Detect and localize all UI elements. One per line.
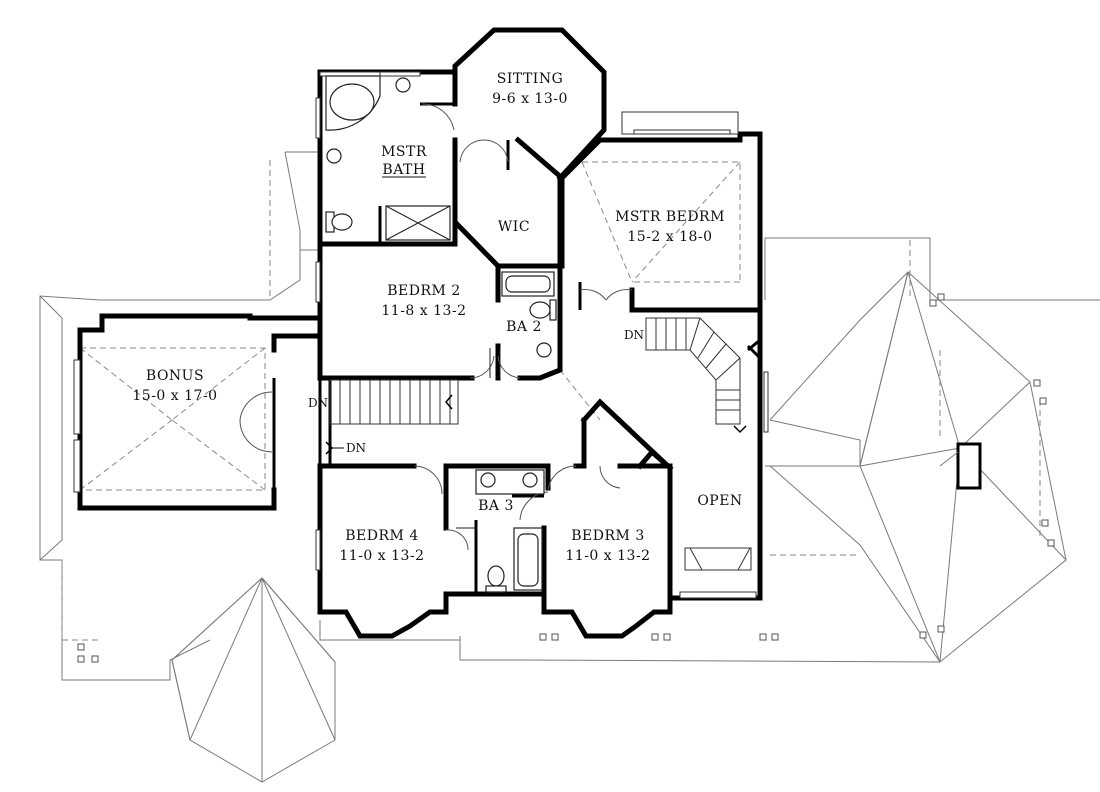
open-name: OPEN xyxy=(697,493,742,509)
bedrm3-size: 11-0 x 13-2 xyxy=(565,548,650,564)
door-swings xyxy=(239,103,633,551)
mstr-bath-label: MSTR BATH xyxy=(381,144,427,178)
stairs xyxy=(329,317,741,425)
stair-labels: DN DN DN xyxy=(308,328,747,455)
mstr-bedrm-label: MSTR BEDRM 15-2 x 18-0 xyxy=(615,209,725,245)
bedrm3-name: BEDRM 3 xyxy=(571,528,644,544)
sitting-label: SITTING 9-6 x 13-0 xyxy=(492,71,568,107)
dn-main-label: DN xyxy=(308,396,328,410)
sitting-size: 9-6 x 13-0 xyxy=(492,91,568,107)
bedrm2-label: BEDRM 2 11-8 x 13-2 xyxy=(381,283,466,319)
bedrm4-size: 11-0 x 13-2 xyxy=(339,548,424,564)
mstr-bedrm-size: 15-2 x 18-0 xyxy=(627,229,712,245)
ba2-label: BA 2 xyxy=(506,319,542,335)
dn-landing-label: DN xyxy=(346,441,366,455)
plumbing-fixtures xyxy=(325,75,557,593)
roof-dashed-lines xyxy=(61,160,1041,641)
dn-right-label: DN xyxy=(624,328,644,342)
bonus-label: BONUS 15-0 x 17-0 xyxy=(132,368,217,404)
ba2-name: BA 2 xyxy=(506,319,542,335)
bedrm4-name: BEDRM 4 xyxy=(345,528,418,544)
mstr-bath-name-line1: MSTR xyxy=(381,144,427,160)
post-markers xyxy=(77,293,1055,663)
bedrm2-name: BEDRM 2 xyxy=(387,283,460,299)
mstr-bedrm-name: MSTR BEDRM xyxy=(615,209,725,225)
sitting-name: SITTING xyxy=(497,71,564,87)
room-labels: SITTING 9-6 x 13-0 MSTR BATH WIC MSTR BE… xyxy=(132,71,742,564)
bedrm2-size: 11-8 x 13-2 xyxy=(381,303,466,319)
open-label: OPEN xyxy=(697,493,742,509)
ba3-label: BA 3 xyxy=(478,498,514,514)
ba3-name: BA 3 xyxy=(478,498,514,514)
wic-name: WIC xyxy=(498,219,530,235)
bedrm4-label: BEDRM 4 11-0 x 13-2 xyxy=(339,528,424,564)
stair-arrow-left xyxy=(445,394,453,410)
wic-label: WIC xyxy=(498,219,530,235)
roof-outline xyxy=(39,151,1100,783)
mstr-bath-name-line2: BATH xyxy=(382,162,425,178)
windows xyxy=(73,71,769,599)
bonus-name: BONUS xyxy=(146,368,204,384)
stair-arrow-down xyxy=(733,425,747,434)
bedrm3-label: BEDRM 3 11-0 x 13-2 xyxy=(565,528,650,564)
bonus-size: 15-0 x 17-0 xyxy=(132,388,217,404)
